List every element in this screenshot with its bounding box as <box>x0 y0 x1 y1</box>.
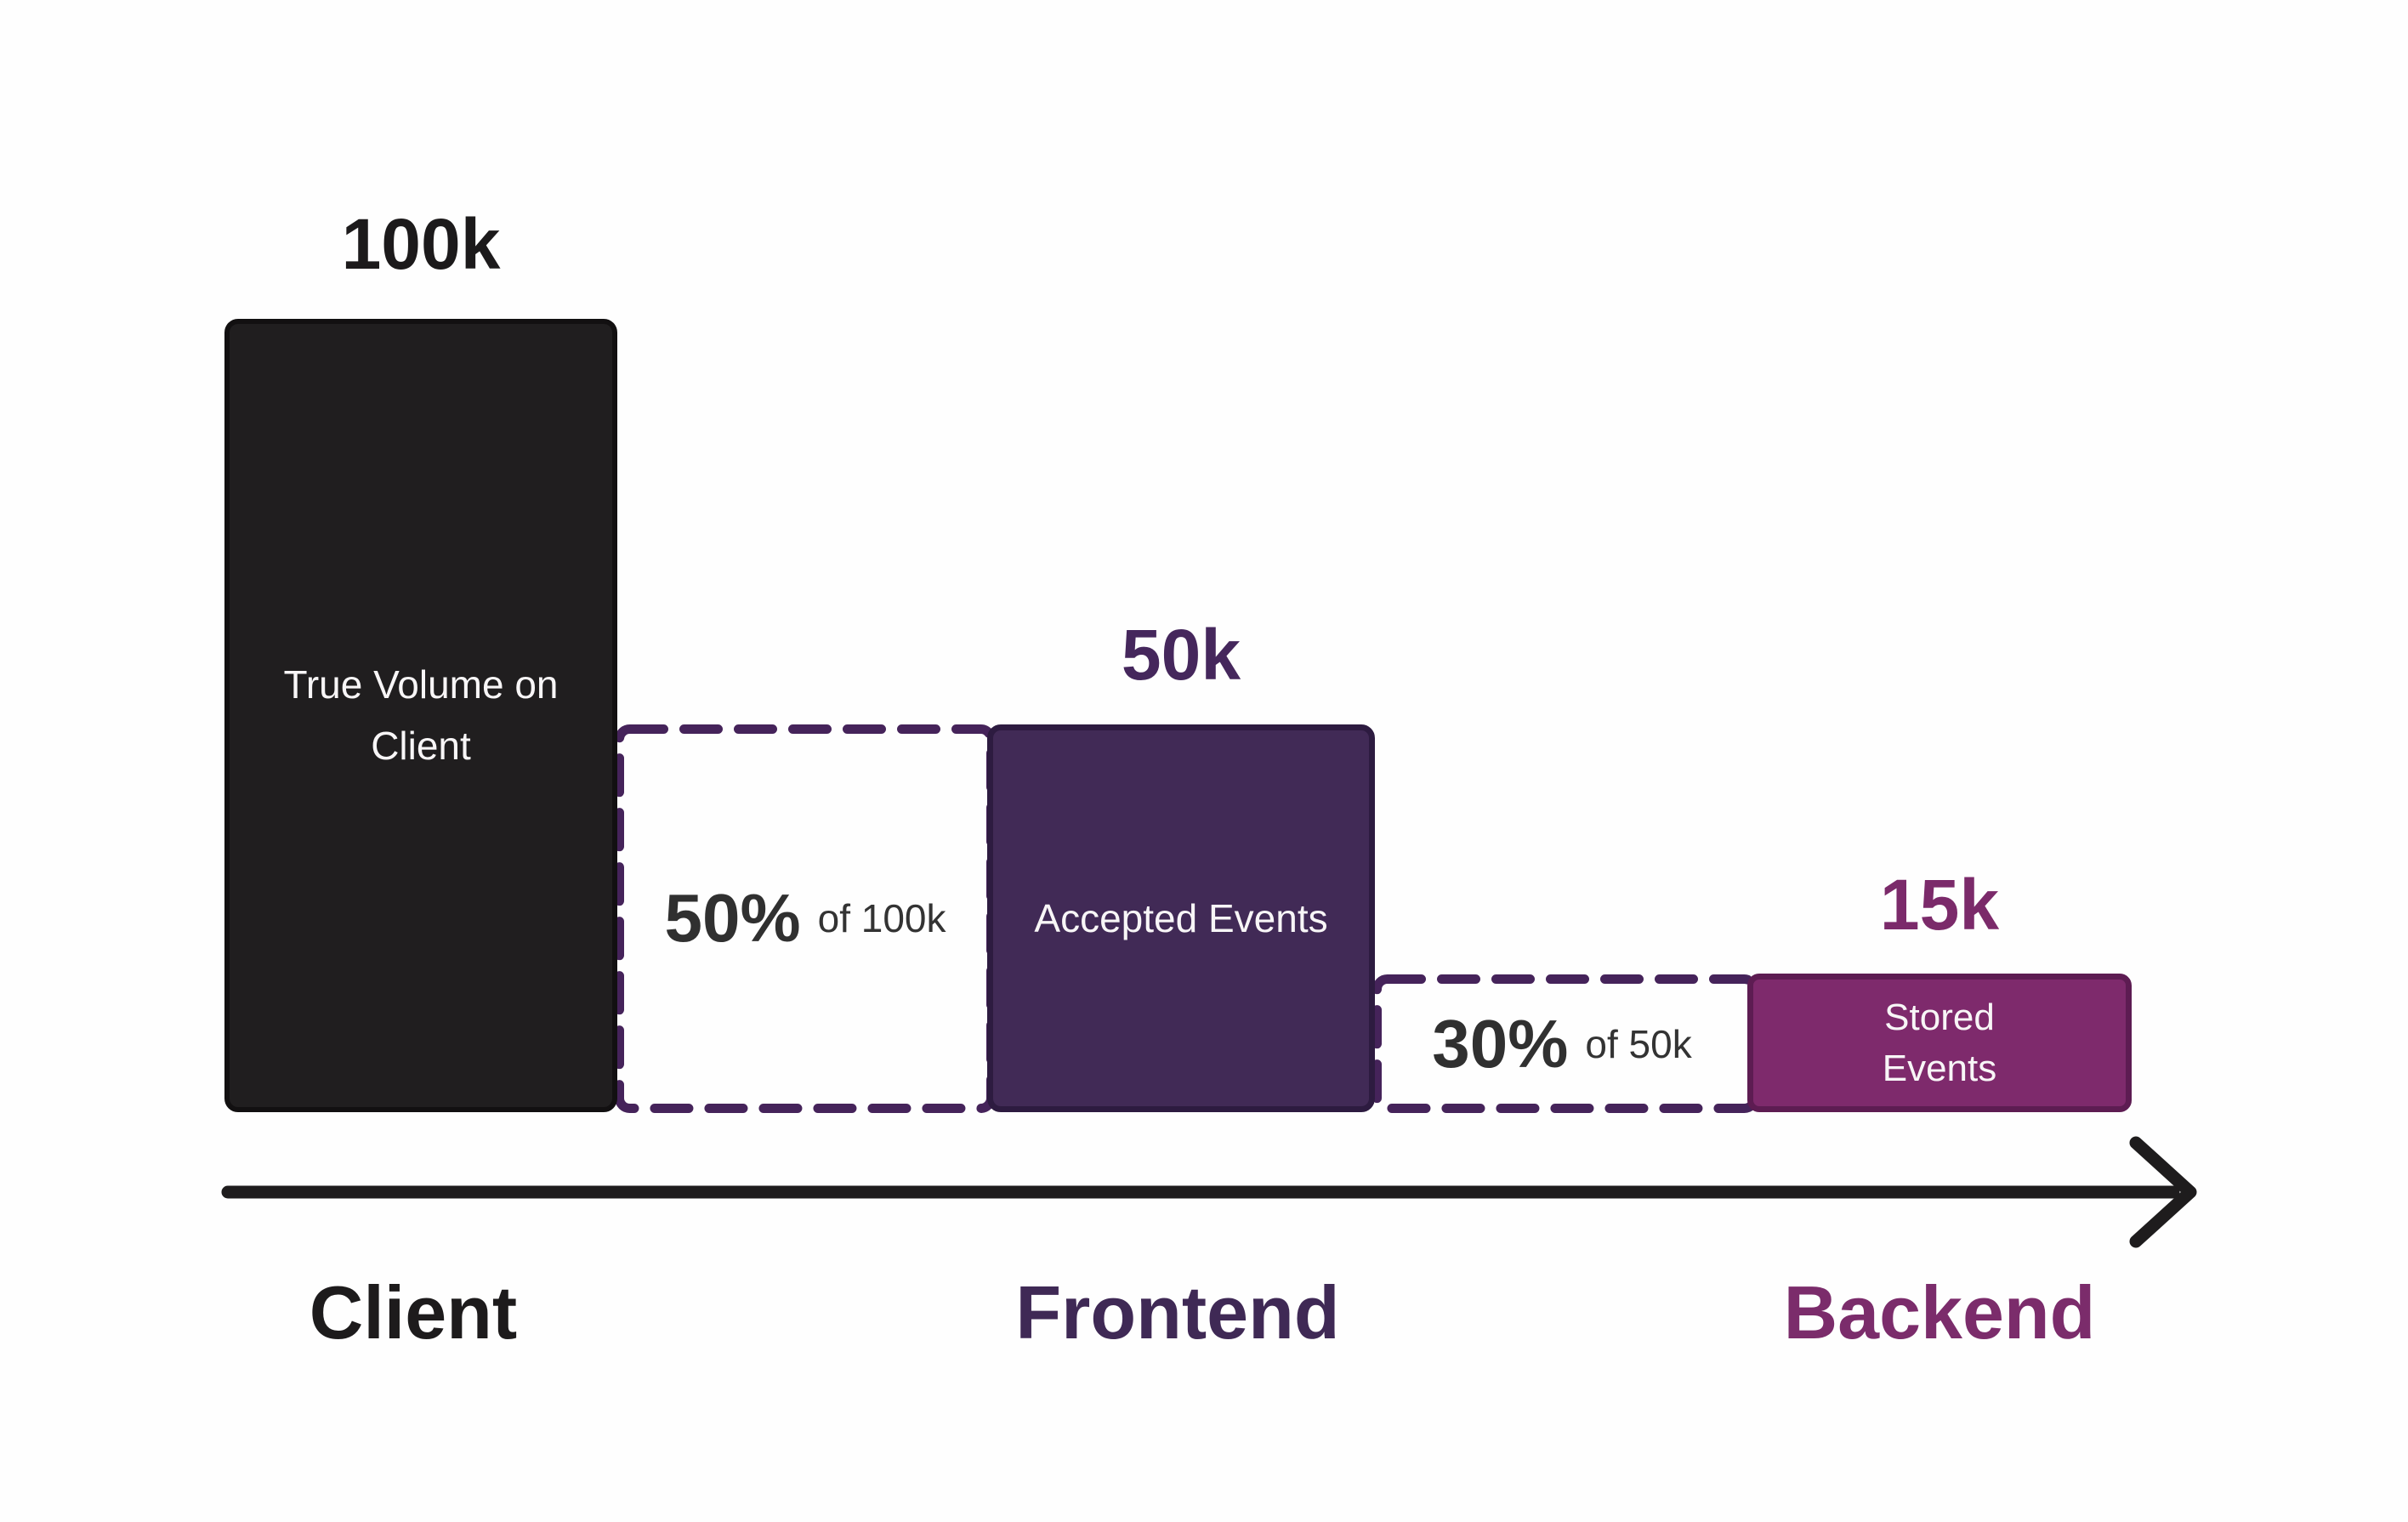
bar-backend-label: Stored Events <box>1882 997 1997 1089</box>
drop-annotation-client-to-frontend: 50% of 100k <box>617 729 993 1108</box>
flow-axis-arrowhead-icon <box>2129 1136 2197 1248</box>
axis-label-backend: Backend <box>1783 1270 2096 1354</box>
drop-2-percent: 30% <box>1432 1005 1569 1082</box>
axis-label-client: Client <box>309 1270 518 1354</box>
drop-annotation-frontend-to-backend: 30% of 50k <box>1375 979 1749 1109</box>
value-label-backend: 15k <box>1879 865 2000 945</box>
drop-box-2-dashed-border <box>1372 974 1759 1113</box>
axis-label-frontend: Frontend <box>1015 1270 1340 1354</box>
bar-client-label: True Volume on Client <box>283 662 559 768</box>
drop-2-of-label: of 50k <box>1585 1021 1692 1066</box>
drop-1-of-label: of 100k <box>817 896 946 940</box>
value-label-frontend: 50k <box>1121 615 1241 695</box>
bar-frontend-label: Accepted Events <box>1034 895 1328 940</box>
value-label-client: 100k <box>341 204 501 284</box>
bar-stored-events: Stored Events <box>1747 974 2132 1112</box>
bar-true-volume-on-client: True Volume on Client <box>224 319 617 1112</box>
bar-accepted-events: Accepted Events <box>987 724 1375 1112</box>
drop-1-percent: 50% <box>664 880 801 956</box>
